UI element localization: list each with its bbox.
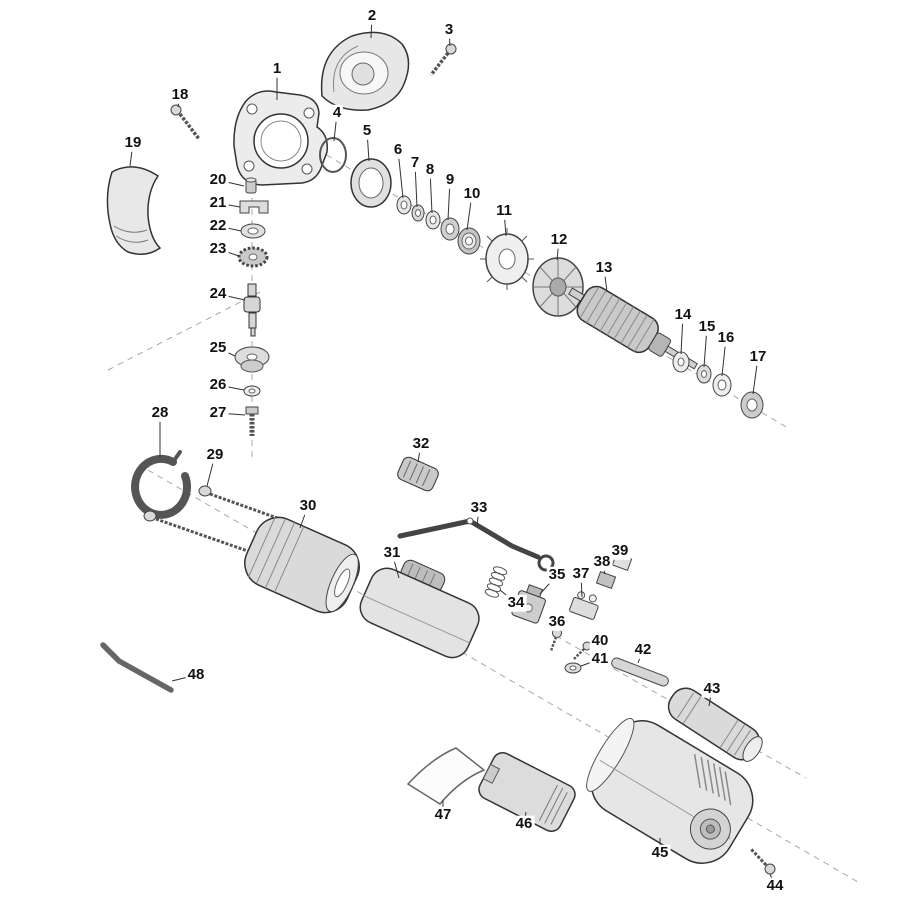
leader-line-32: [417, 443, 422, 463]
part-42-drawing: [611, 657, 669, 687]
leader-line-27: [217, 412, 246, 416]
leader-line-18: [177, 94, 181, 108]
part-1-drawing: [233, 90, 329, 186]
part-4-drawing: [319, 137, 347, 173]
part-14-drawing: [672, 351, 690, 373]
leader-line-25: [217, 347, 236, 357]
leader-line-22: [217, 225, 242, 232]
part-10-drawing: [457, 227, 481, 255]
part-8-drawing: [425, 210, 441, 230]
part-9-drawing: [440, 217, 460, 241]
leader-line-16: [721, 337, 727, 377]
part-2-drawing: [320, 31, 410, 111]
part-37-drawing: [569, 591, 599, 620]
leader-line-23: [217, 248, 240, 257]
part-48-drawing: [100, 642, 174, 693]
part-47-drawing: [406, 747, 486, 805]
part-43-drawing: [667, 687, 763, 762]
leader-line-2: [370, 15, 373, 39]
leader-line-19: [129, 142, 134, 167]
leader-line-17: [752, 356, 759, 395]
leader-line-14: [680, 314, 684, 355]
part-32-drawing: [397, 456, 439, 492]
leader-line-44: [769, 873, 776, 887]
leader-line-40: [589, 640, 601, 646]
leader-line-46: [523, 811, 527, 825]
leader-line-7: [414, 162, 418, 208]
part-6-drawing: [396, 195, 412, 215]
leader-line-34: [499, 589, 517, 604]
part-45-drawing: [586, 717, 754, 864]
leader-line-42: [637, 649, 644, 664]
part-3-drawing: [429, 43, 457, 77]
part-19-drawing: [106, 166, 162, 255]
part-26-drawing: [243, 385, 261, 397]
leader-line-8: [429, 169, 433, 214]
leader-line-29: [206, 454, 216, 487]
part-16-drawing: [712, 373, 732, 397]
leader-line-24: [217, 293, 246, 301]
part-33-drawing: [397, 517, 555, 572]
part-18-drawing: [170, 104, 201, 141]
part-28-drawing: [131, 450, 191, 519]
part-17-drawing: [740, 391, 764, 419]
part-7-drawing: [411, 204, 425, 222]
part-25-drawing: [234, 346, 270, 373]
leader-line-5: [366, 130, 370, 162]
part-38-drawing: [595, 570, 617, 590]
leader-line-15: [703, 326, 708, 368]
leader-line-9: [447, 179, 451, 221]
part-23-drawing: [237, 246, 269, 268]
part-15-drawing: [696, 364, 712, 384]
part-24-drawing: [243, 283, 261, 337]
part-31-drawing: [359, 559, 480, 659]
leader-line-20: [217, 179, 245, 187]
leader-line-48: [171, 674, 197, 682]
part-41-drawing: [564, 662, 582, 674]
leader-line-11: [503, 210, 507, 237]
leader-line-12: [556, 239, 560, 261]
part-27-drawing: [245, 406, 259, 436]
leader-line-31: [391, 552, 400, 579]
part-11-drawing: [480, 228, 534, 290]
leader-line-30: [299, 505, 309, 529]
leader-line-3: [448, 29, 451, 47]
part-46-drawing: [478, 751, 576, 833]
part-34-drawing: [484, 566, 508, 598]
leader-line-10: [466, 193, 473, 231]
leader-line-33: [476, 507, 480, 527]
leader-line-37: [580, 573, 583, 598]
leader-line-38: [601, 561, 606, 575]
leader-line-41: [580, 658, 601, 667]
leader-line-21: [217, 202, 241, 208]
part-5-drawing: [350, 158, 392, 208]
part-29-drawing: [143, 485, 281, 558]
part-21-drawing: [239, 200, 269, 214]
leader-line-13: [603, 267, 608, 293]
leader-line-35: [539, 574, 558, 595]
leader-line-4: [333, 112, 338, 142]
leader-line-43: [708, 688, 713, 707]
leader-line-6: [397, 149, 404, 199]
part-12-drawing: [532, 257, 584, 317]
leader-line-39: [619, 550, 622, 558]
leader-line-26: [217, 384, 245, 391]
part-20-drawing: [245, 177, 257, 194]
part-30-drawing: [244, 516, 360, 614]
